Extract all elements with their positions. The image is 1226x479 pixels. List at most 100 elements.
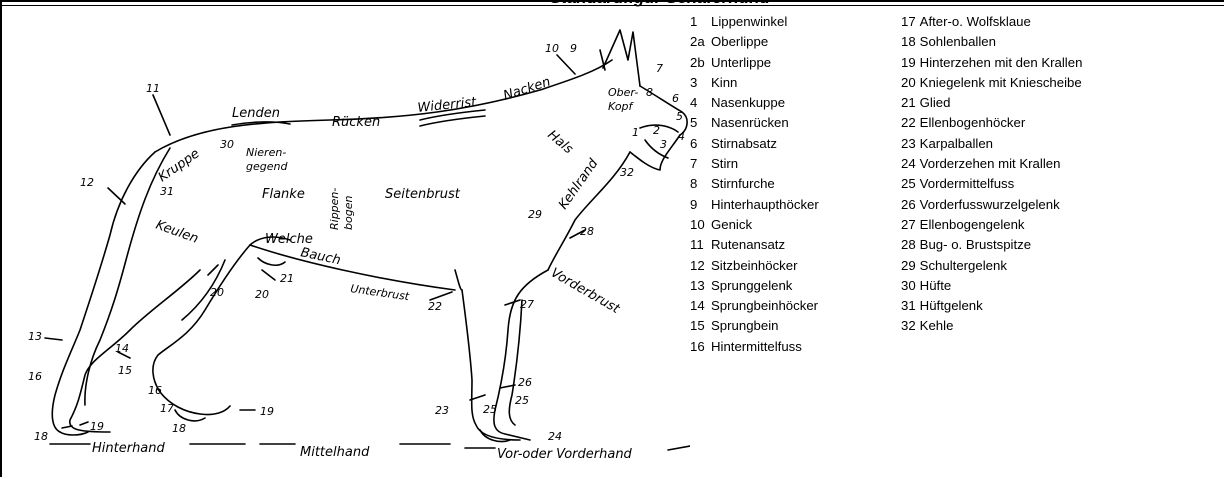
legend-number: 1: [690, 12, 711, 32]
legend-item: 7Stirn: [690, 154, 819, 174]
label-kehlrand: Kehlrand: [556, 156, 602, 212]
num-19-b: 19: [260, 405, 274, 418]
num-32: 32: [620, 166, 634, 179]
legend-number: 3: [690, 73, 711, 93]
num-12: 12: [80, 176, 94, 189]
legend-item: 27Ellenbogengelenk: [901, 215, 1082, 235]
legend-label: Sitzbeinhöcker: [711, 256, 798, 276]
num-25-a: 25: [483, 403, 497, 416]
legend-number: 32: [901, 316, 916, 336]
legend-label: Kniegelenk mit Kniescheibe: [920, 73, 1082, 93]
legend-number: 14: [690, 296, 711, 316]
legend-item: 28Bug- o. Brustspitze: [901, 235, 1082, 255]
legend-number: 30: [901, 276, 916, 296]
foreleg-front-outline: [494, 270, 548, 440]
num-22: 22: [428, 300, 442, 313]
legend-label: Stirnfurche: [711, 174, 775, 194]
legend-number: 26: [901, 195, 916, 215]
legend-number: 16: [690, 337, 711, 357]
num-4: 4: [678, 130, 685, 143]
legend-item: 20Kniegelenk mit Kniescheibe: [901, 73, 1082, 93]
legend-item: 2aOberlippe: [690, 32, 819, 52]
legend-item: 30Hüfte: [901, 276, 1082, 296]
legend-number: 15: [690, 316, 711, 336]
label-flanke: Flanke: [262, 187, 305, 202]
legend-label: Ellenbogenhöcker: [920, 113, 1026, 133]
legend-number: 21: [901, 93, 916, 113]
num-14: 14: [115, 342, 129, 355]
rump-outline: [52, 152, 155, 432]
num-17: 17: [160, 402, 174, 415]
legend-label: Vorderzehen mit Krallen: [920, 154, 1061, 174]
num-9: 9: [570, 42, 577, 55]
legend-label: Nasenrücken: [711, 113, 789, 133]
num-11: 11: [146, 82, 160, 95]
num-6: 6: [672, 92, 679, 105]
legend-number: 25: [901, 174, 916, 194]
legend-number: 23: [901, 134, 916, 154]
legend-label: After-o. Wolfsklaue: [920, 12, 1031, 32]
num-3: 3: [660, 138, 667, 151]
label-ruecken: Rücken: [332, 115, 380, 130]
legend-number: 4: [690, 93, 711, 113]
legend-label: Sohlenballen: [920, 32, 996, 52]
legend-label: Hüfte: [920, 276, 952, 296]
label-unterbrust: Unterbrust: [350, 282, 411, 303]
label-vorderhand: Vor-oder Vorderhand: [497, 447, 633, 462]
legend-label: Sprunggelenk: [711, 276, 792, 296]
legend-label: Unterlippe: [711, 53, 771, 73]
num-7: 7: [656, 62, 663, 75]
legend-label: Nasenkuppe: [711, 93, 785, 113]
legend-label: Kehle: [920, 316, 954, 336]
label-hals: Hals: [544, 128, 575, 158]
label-nacken: Nacken: [502, 75, 553, 104]
legend-item: 9Hinterhaupthöcker: [690, 195, 819, 215]
legend-number: 2b: [690, 53, 711, 73]
legend-label: Vorderfusswurzelgelenk: [920, 195, 1060, 215]
num-26: 26: [518, 376, 532, 389]
legend-label: Bug- o. Brustspitze: [920, 235, 1031, 255]
legend-number: 24: [901, 154, 916, 174]
num-13: 13: [28, 330, 42, 343]
legend-item: 3Kinn: [690, 73, 819, 93]
num-16-a: 16: [28, 370, 42, 383]
legend-item: 29Schultergelenk: [901, 256, 1082, 276]
label-lenden: Lenden: [232, 106, 280, 121]
label-nierengegend-2: gegend: [246, 160, 288, 173]
legend-label: Stirn: [711, 154, 738, 174]
legend-number: 22: [901, 113, 916, 133]
legend-label: Sprungbeinhöcker: [711, 296, 818, 316]
num-27: 27: [520, 298, 534, 311]
legend-number: 20: [901, 73, 916, 93]
legend-label: Oberlippe: [711, 32, 768, 52]
drawing-numbers: 11 12 30 31 10 9 7 8 5 6 1 2 3 4 32 29 2…: [28, 42, 685, 443]
num-16-b: 16: [148, 384, 162, 397]
legend-number: 12: [690, 256, 711, 276]
num-25-b: 25: [515, 394, 529, 407]
legend-label: Vordermittelfuss: [920, 174, 1015, 194]
label-kruppe: Kruppe: [156, 146, 203, 185]
legend-label: Schultergelenk: [920, 256, 1007, 276]
legend-label: Hüftgelenk: [920, 296, 983, 316]
label-oberkopf-2: Kopf: [608, 100, 635, 113]
num-10: 10: [545, 42, 559, 55]
num-2: 2: [653, 124, 660, 137]
legend-number: 17: [901, 12, 916, 32]
num-31: 31: [160, 185, 174, 198]
